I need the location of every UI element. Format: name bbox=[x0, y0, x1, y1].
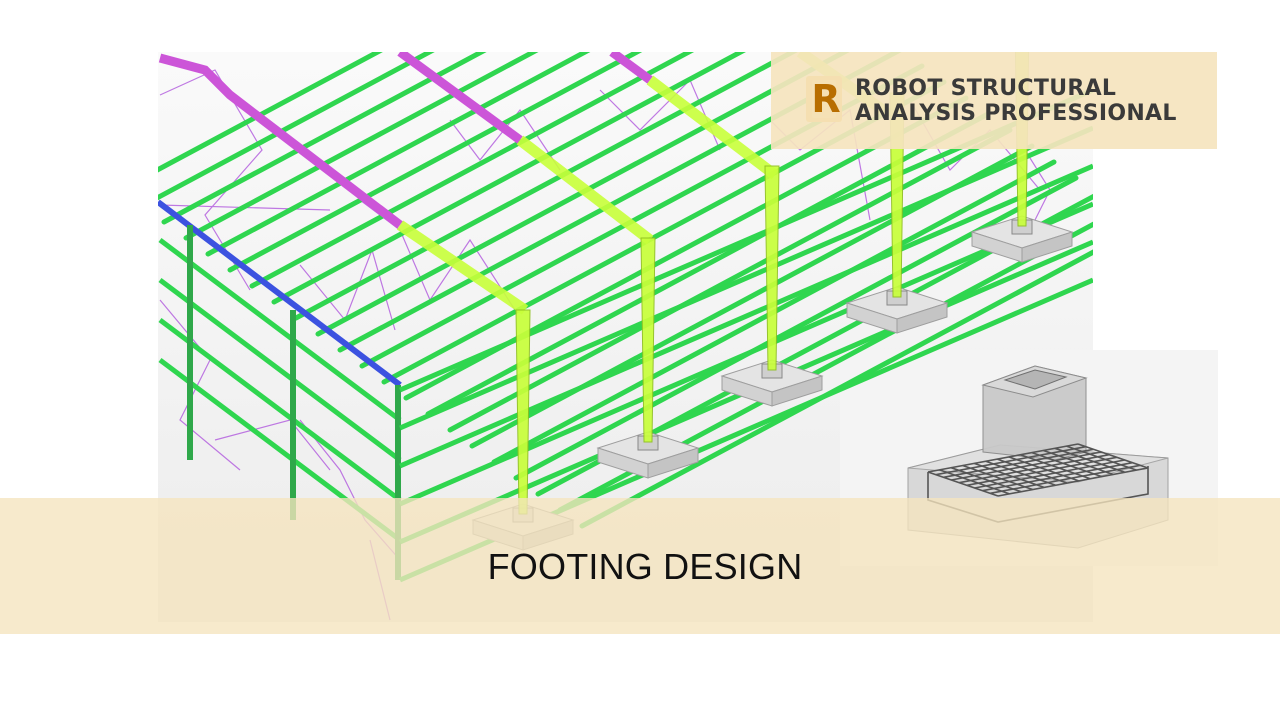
rebar-bar bbox=[985, 460, 1056, 486]
gable-girts bbox=[158, 238, 402, 542]
rebar-bar bbox=[927, 443, 1079, 473]
side-girt bbox=[399, 125, 1093, 431]
purlin bbox=[293, 52, 798, 321]
column bbox=[640, 237, 656, 443]
rebar-bar bbox=[950, 466, 1022, 493]
rebar-bar bbox=[1020, 454, 1091, 480]
footing-side bbox=[896, 302, 948, 334]
rebar-bar bbox=[1066, 445, 1137, 471]
rebar-bar bbox=[1031, 451, 1103, 478]
rafter-yellow-2 bbox=[516, 135, 654, 245]
brand-name: ROBOT STRUCTURAL ANALYSIS PROFESSIONAL bbox=[855, 76, 1177, 126]
caption-band bbox=[0, 498, 1280, 634]
side-girt bbox=[399, 163, 1093, 469]
eave-beam bbox=[158, 199, 402, 388]
rebar-bar bbox=[966, 456, 1118, 487]
column bbox=[764, 165, 780, 371]
rebar-bar bbox=[927, 471, 999, 497]
rebar-bar bbox=[997, 467, 1149, 497]
rebar-bar bbox=[1054, 447, 1126, 474]
rebar-bar bbox=[962, 464, 1033, 491]
purlin bbox=[205, 52, 591, 257]
rebar-bar bbox=[958, 453, 1110, 484]
rebar-bar bbox=[1008, 456, 1080, 482]
rebar-bar bbox=[939, 469, 1010, 495]
purlin bbox=[271, 52, 746, 305]
purlin bbox=[158, 52, 383, 173]
brand-banner: ROBOT STRUCTURAL ANALYSIS PROFESSIONAL bbox=[771, 52, 1217, 149]
rebar-bar bbox=[951, 451, 1102, 481]
video-caption: FOOTING DESIGN bbox=[487, 546, 803, 587]
rafter-magenta bbox=[158, 53, 403, 229]
column bbox=[515, 309, 531, 515]
footing-side bbox=[771, 375, 823, 407]
rebar-bar bbox=[935, 445, 1086, 476]
purlin bbox=[579, 249, 1093, 529]
footing-side bbox=[1021, 231, 1073, 263]
rebar-bar bbox=[1077, 443, 1149, 469]
side-girt bbox=[399, 201, 1093, 507]
rafter-magenta-3 bbox=[609, 52, 653, 84]
brand-logo-letter: R bbox=[811, 77, 841, 121]
rebar-bar bbox=[996, 458, 1068, 484]
purlin bbox=[447, 127, 1013, 433]
purlin bbox=[249, 52, 695, 289]
brand-line-1: ROBOT STRUCTURAL bbox=[855, 76, 1117, 101]
purlin bbox=[183, 52, 539, 241]
rafter-yellow-3 bbox=[646, 75, 779, 180]
rebar-bar bbox=[990, 464, 1141, 495]
rebar-bar bbox=[1043, 449, 1114, 476]
brand-line-2: ANALYSIS PROFESSIONAL bbox=[855, 101, 1177, 126]
purlin bbox=[158, 52, 435, 201]
purlin bbox=[513, 175, 1079, 481]
rafter-yellow bbox=[396, 220, 529, 315]
footing-side bbox=[647, 447, 699, 479]
rafter-magenta-2 bbox=[397, 52, 523, 144]
rebar-bar bbox=[982, 461, 1133, 492]
rebar-bar bbox=[974, 459, 1125, 489]
rebar-bar bbox=[943, 448, 1094, 479]
purlin bbox=[227, 52, 643, 273]
purlin bbox=[161, 52, 487, 225]
rebar-bar bbox=[973, 462, 1045, 489]
